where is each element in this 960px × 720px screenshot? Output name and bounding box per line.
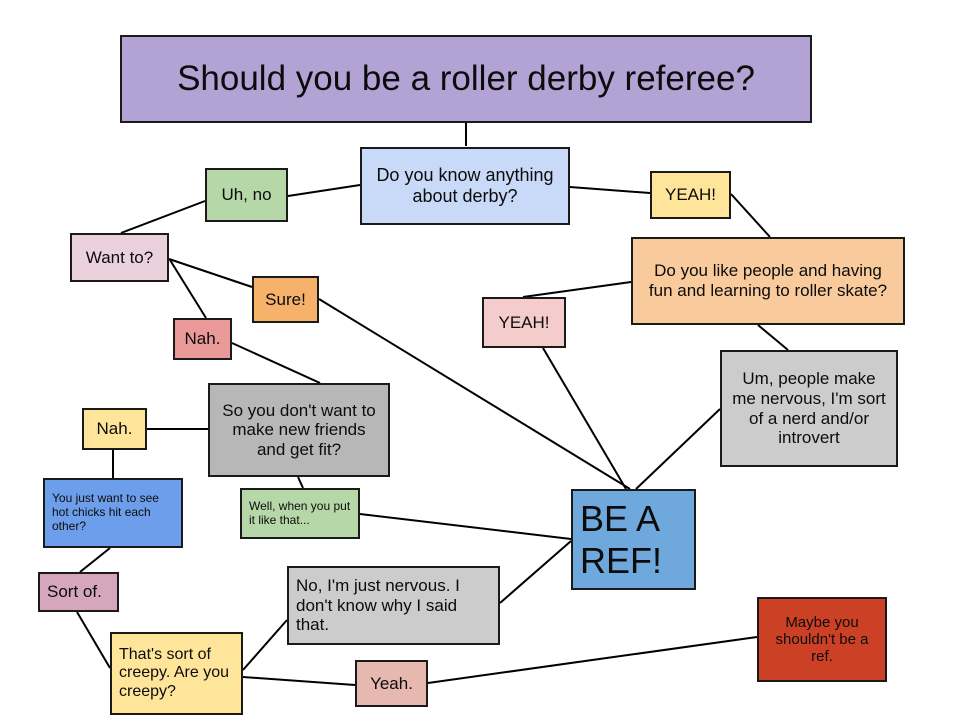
node-be-a-ref: BE A REF! <box>571 489 696 590</box>
edge-yeah-yellow-like-people <box>730 193 771 238</box>
node-know-derby: Do you know anything about derby? <box>360 147 570 225</box>
node-creepy: That's sort of creepy. Are you creepy? <box>110 632 243 715</box>
node-label-uh-no: Uh, no <box>221 185 272 205</box>
node-nah-yellow: Nah. <box>82 408 147 450</box>
edge-um-nervous-be-a-ref <box>635 408 721 490</box>
edge-creepy-yeah-bottom <box>242 676 356 686</box>
node-label-sort-of: Sort of. <box>47 582 102 602</box>
node-label-no-nervous: No, I'm just nervous. I don't know why I… <box>296 576 460 635</box>
edge-well-when-be-a-ref <box>359 513 572 540</box>
node-label-want-to: Want to? <box>85 247 154 267</box>
node-label-so-you-dont: So you don't want to make new friends an… <box>222 400 376 459</box>
node-so-you-dont: So you don't want to make new friends an… <box>208 383 390 477</box>
edge-want-to-sure <box>168 258 253 288</box>
node-label-nah-salmon: Nah. <box>184 329 221 349</box>
edge-nah-salmon-so-you-dont <box>231 342 321 384</box>
node-no-nervous: No, I'm just nervous. I don't know why I… <box>287 566 500 645</box>
edge-know-derby-yeah-yellow <box>569 186 651 194</box>
node-label-maybe-not: Maybe you shouldn't be a ref. <box>775 613 869 666</box>
node-want-to: Want to? <box>70 233 169 282</box>
edge-sort-of-creepy <box>76 611 111 669</box>
node-label-nah-yellow: Nah. <box>96 419 133 439</box>
node-label-um-nervous: Um, people make me nervous, I'm sort of … <box>732 369 886 448</box>
edge-hot-chicks-sort-of <box>79 547 111 573</box>
edge-uh-no-want-to <box>120 200 206 234</box>
node-well-when: Well, when you put it like that... <box>240 488 360 539</box>
node-label-creepy: That's sort of creepy. Are you creepy? <box>119 645 229 700</box>
node-label-sure: Sure! <box>265 289 306 309</box>
node-nah-salmon: Nah. <box>173 318 232 360</box>
node-label-yeah-bottom: Yeah. <box>370 673 413 693</box>
node-label-like-people: Do you like people and having fun and le… <box>648 261 888 300</box>
node-yeah-yellow: YEAH! <box>650 171 731 219</box>
node-label-hot-chicks: You just want to see hot chicks hit each… <box>52 491 159 533</box>
node-label-title: Should you be a roller derby referee? <box>177 58 755 98</box>
node-label-be-a-ref: BE A REF! <box>580 498 663 581</box>
node-label-yeah-yellow: YEAH! <box>664 185 717 205</box>
node-title: Should you be a roller derby referee? <box>120 35 812 123</box>
node-sure: Sure! <box>252 276 319 323</box>
edge-sure-be-a-ref <box>318 298 631 490</box>
node-um-nervous: Um, people make me nervous, I'm sort of … <box>720 350 898 467</box>
edge-know-derby-uh-no <box>287 184 361 197</box>
edge-like-people-um-nervous <box>757 324 789 351</box>
node-like-people: Do you like people and having fun and le… <box>631 237 905 325</box>
node-maybe-not: Maybe you shouldn't be a ref. <box>757 597 887 682</box>
node-hot-chicks: You just want to see hot chicks hit each… <box>43 478 183 548</box>
edge-so-you-dont-well-when <box>297 476 304 489</box>
node-uh-no: Uh, no <box>205 168 288 222</box>
edge-yeah-pink-like-people <box>522 281 632 298</box>
node-yeah-bottom: Yeah. <box>355 660 428 707</box>
node-sort-of: Sort of. <box>38 572 119 612</box>
edge-yeah-bottom-maybe-not <box>427 636 758 684</box>
edge-creepy-no-nervous <box>242 619 288 671</box>
edge-no-nervous-be-a-ref <box>499 540 572 604</box>
node-label-well-when: Well, when you put it like that... <box>249 498 351 527</box>
edge-want-to-nah-salmon <box>169 259 207 319</box>
node-label-yeah-pink: YEAH! <box>498 312 550 332</box>
node-yeah-pink: YEAH! <box>482 297 566 348</box>
edge-yeah-pink-be-a-ref <box>542 347 627 490</box>
node-label-know-derby: Do you know anything about derby? <box>376 165 554 206</box>
